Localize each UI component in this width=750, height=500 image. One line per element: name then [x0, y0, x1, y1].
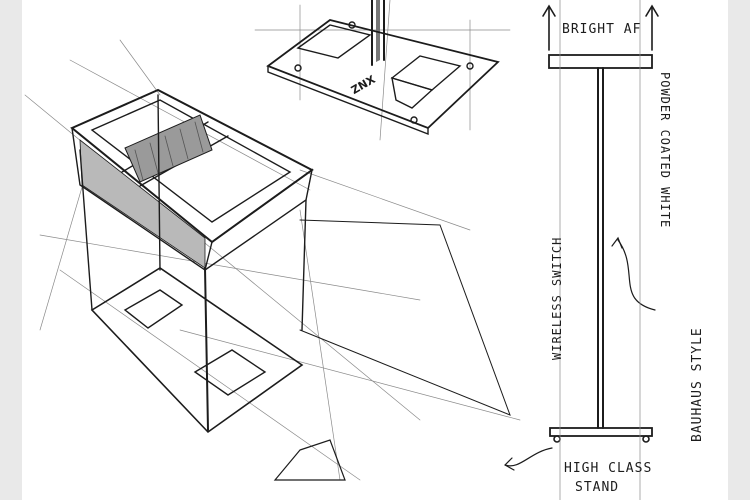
powder-coated-label: POWDER COATED WHITE: [658, 72, 672, 229]
wireless-switch-label: WIRELESS SWITCH: [550, 236, 564, 360]
bright-label: BRIGHT AF: [562, 22, 642, 37]
logo-mark: ZNX: [349, 73, 378, 97]
stand-label-line2: STAND: [575, 480, 620, 495]
floor-lamp-sketch: [504, 0, 659, 500]
bauhaus-style-label: BAUHAUS STYLE: [690, 327, 705, 442]
stand-label-line1: HIGH CLASS: [564, 461, 653, 476]
sketch-paper: [22, 0, 728, 500]
base-plate-sketch: [254, 0, 511, 141]
desk-sketch: [24, 39, 521, 481]
